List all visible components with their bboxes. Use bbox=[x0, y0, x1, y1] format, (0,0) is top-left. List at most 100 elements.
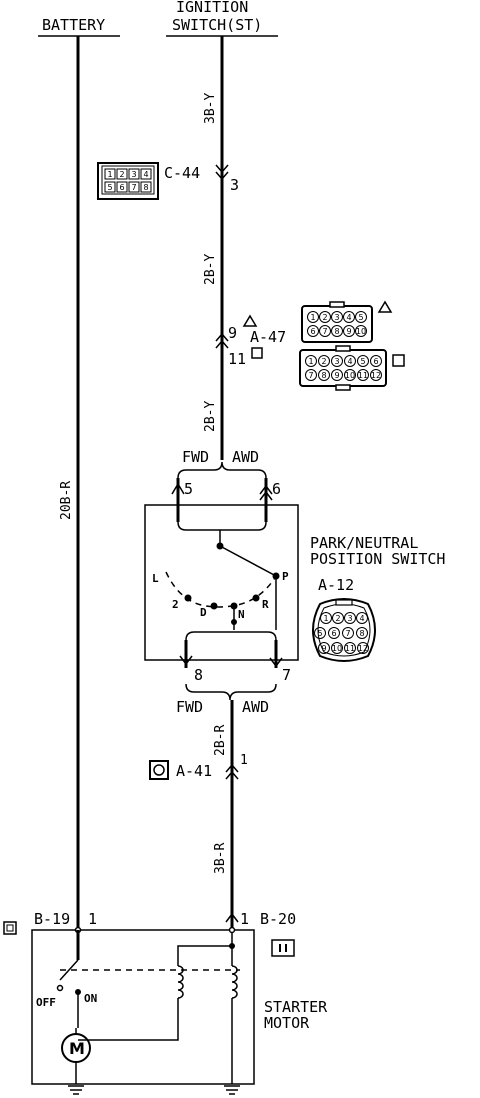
a47-large-pin-2-label: 2 bbox=[321, 357, 326, 366]
wire-2b-y-upper-label: 2B-Y bbox=[203, 254, 218, 285]
a47-large-pin-7-label: 7 bbox=[308, 371, 313, 380]
c44-label: C-44 bbox=[164, 164, 200, 182]
awd-bottom-label: AWD bbox=[242, 698, 269, 716]
starter-motor-body bbox=[31, 929, 255, 1085]
pin-7-label: 7 bbox=[282, 666, 291, 684]
a47-large-pin-3-label: 3 bbox=[334, 357, 339, 366]
position-l-label: L bbox=[152, 572, 159, 585]
a47-large-pin-10-label: 10 bbox=[345, 371, 355, 380]
pin-5-label: 5 bbox=[184, 480, 193, 498]
a12-pin-8-label: 8 bbox=[359, 629, 364, 638]
a12-pin-6-cell bbox=[328, 627, 340, 639]
solenoid-contact-lever bbox=[59, 959, 79, 981]
a12-pin-12-label: 12 bbox=[358, 644, 368, 653]
a41-junction-symbol bbox=[225, 763, 239, 780]
a47-small-pin-10-cell bbox=[355, 325, 367, 337]
a47-large-pin-9-label: 9 bbox=[334, 371, 339, 380]
lower-inner-loop bbox=[185, 622, 277, 641]
c44-pin-6-label: 6 bbox=[119, 183, 124, 192]
a47-large-pin-2-cell bbox=[318, 355, 330, 367]
b19-square-connector-icon bbox=[3, 921, 17, 935]
a12-pin-1-cell bbox=[320, 612, 332, 624]
a47-large-pin-5-label: 5 bbox=[360, 357, 365, 366]
ignition-switch-label-line1: IGNITION bbox=[176, 0, 248, 16]
a12-pin-6-label: 6 bbox=[331, 629, 336, 638]
fwd-bottom-label: FWD bbox=[176, 698, 203, 716]
a47-small-pin-1-cell bbox=[307, 311, 319, 323]
position-2-label: 2 bbox=[172, 598, 179, 611]
a47-large-pin-8-label: 8 bbox=[321, 371, 326, 380]
a47-small-pin-6-cell bbox=[307, 325, 319, 337]
a12-pin-4-cell bbox=[356, 612, 368, 624]
park-neutral-title-line2: POSITION SWITCH bbox=[310, 550, 445, 568]
a47-triangle-marker-icon bbox=[242, 314, 258, 327]
position-r-label: R bbox=[262, 598, 269, 611]
wire-3b-y-label: 3B-Y bbox=[203, 93, 218, 124]
c44-pin-number: 3 bbox=[230, 176, 239, 194]
a47-label: A-47 bbox=[250, 328, 286, 346]
pin5-pin6-arrows bbox=[171, 482, 273, 501]
c44-pin-2-cell bbox=[116, 168, 128, 180]
wire-2b-y-lower-label: 2B-Y bbox=[203, 401, 218, 432]
a12-pin-7-label: 7 bbox=[345, 629, 350, 638]
a41-round-connector-icon bbox=[149, 760, 169, 780]
a47-small-pin-3-label: 3 bbox=[334, 313, 339, 322]
battery-label: BATTERY bbox=[42, 16, 105, 34]
top-brace bbox=[177, 461, 267, 479]
a47-small-pin-6-label: 6 bbox=[310, 327, 315, 336]
a47-small-pin-2-cell bbox=[319, 311, 331, 323]
position-r-contact bbox=[252, 594, 260, 602]
a12-pin-5-cell bbox=[314, 627, 326, 639]
a12-pin-2-cell bbox=[332, 612, 344, 624]
switch-lever bbox=[219, 545, 277, 577]
a12-pin-3-cell bbox=[344, 612, 356, 624]
pull-in-coil-lead bbox=[177, 945, 232, 966]
a41-pin-number: 1 bbox=[240, 753, 248, 768]
motor-symbol-label: M bbox=[69, 1039, 85, 1058]
a47-small-pin-8-label: 8 bbox=[334, 327, 339, 336]
b20-pin-number: 1 bbox=[240, 910, 249, 928]
a47-large-pin-6-label: 6 bbox=[373, 357, 378, 366]
a47-small-pin-9-label: 9 bbox=[346, 327, 351, 336]
c44-junction-symbol bbox=[215, 164, 229, 181]
a12-pin-10-label: 10 bbox=[332, 644, 342, 653]
position-d-contact bbox=[210, 602, 218, 610]
a47-large-pin-12-cell bbox=[370, 369, 382, 381]
park-neutral-switch-body bbox=[144, 504, 299, 661]
a47-small-pin-7-cell bbox=[319, 325, 331, 337]
a12-pin-8-cell bbox=[356, 627, 368, 639]
a47-small-pin-4-label: 4 bbox=[346, 313, 351, 322]
a12-pin-11-label: 11 bbox=[345, 644, 355, 653]
b20-label: B-20 bbox=[260, 910, 296, 928]
a47-small-pin-7-label: 7 bbox=[322, 327, 327, 336]
a47-small-pin-5-label: 5 bbox=[358, 313, 363, 322]
c44-pin-8-label: 8 bbox=[143, 183, 148, 192]
ignition-switch-label-line2: SWITCH(ST) bbox=[172, 16, 262, 34]
wire-20b-r-label: 20B-R bbox=[59, 481, 74, 520]
a47-large-pin-4-cell bbox=[344, 355, 356, 367]
a12-pin-2-label: 2 bbox=[335, 614, 340, 623]
c44-pin-5-label: 5 bbox=[107, 183, 112, 192]
a12-pin-7-cell bbox=[342, 627, 354, 639]
a47-small-pin-5-cell bbox=[355, 311, 367, 323]
a47-small-pin-1-label: 1 bbox=[310, 313, 315, 322]
awd-top-label: AWD bbox=[232, 448, 259, 466]
a12-pin-10-cell bbox=[331, 642, 343, 654]
a47-large-pin-1-label: 1 bbox=[308, 357, 313, 366]
c44-pin-4-label: 4 bbox=[143, 170, 148, 179]
off-label: OFF bbox=[36, 996, 56, 1009]
c44-pin-4-cell bbox=[140, 168, 152, 180]
a12-pin-9-cell bbox=[318, 642, 330, 654]
pin-8-label: 8 bbox=[194, 666, 203, 684]
c44-pin-7-cell bbox=[128, 181, 140, 193]
c44-pin-3-label: 3 bbox=[131, 170, 136, 179]
a12-pin-9-label: 9 bbox=[321, 644, 326, 653]
a47-large-pin-7-cell bbox=[305, 369, 317, 381]
pull-in-coil-return bbox=[78, 998, 179, 1041]
a12-pin-1-label: 1 bbox=[323, 614, 328, 623]
c44-pin-5-cell bbox=[104, 181, 116, 193]
a47-large-pin-10-cell bbox=[344, 369, 356, 381]
